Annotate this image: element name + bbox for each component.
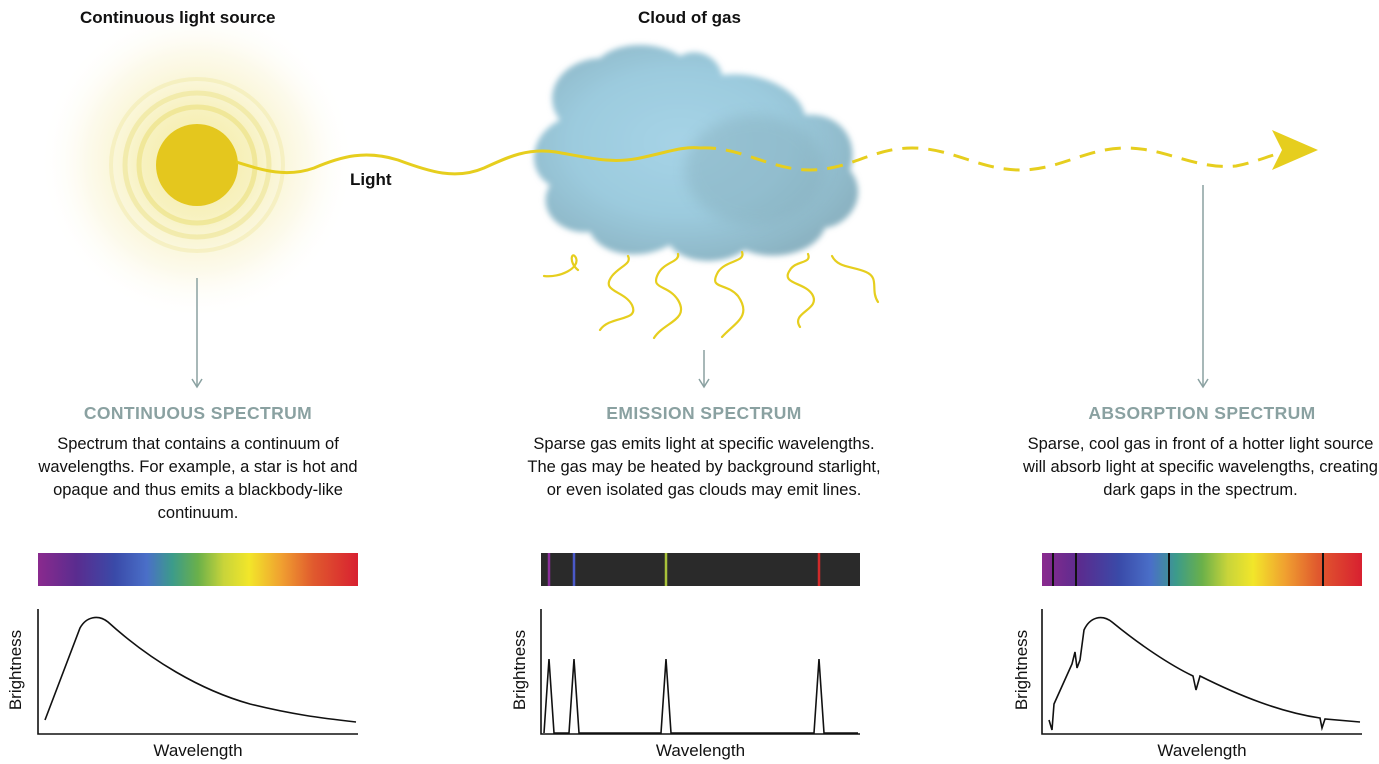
- continuous-curve: [44, 616, 357, 723]
- absorption-plot: [1041, 609, 1362, 735]
- absorption-spectrum-title: ABSORPTION SPECTRUM: [1088, 403, 1316, 423]
- absorption-spectrum-desc: Sparse, cool gas in front of a hotter li…: [1023, 435, 1378, 499]
- source-label: Continuous light source: [80, 8, 276, 27]
- emission-spectrum-band: [541, 553, 860, 586]
- cloud-label: Cloud of gas: [638, 8, 741, 27]
- emission-band-lines: [547, 553, 821, 586]
- emission-plot-axes: [540, 609, 860, 735]
- light-arrowhead-icon: [1272, 130, 1318, 170]
- absorption-xlabel: Wavelength: [1157, 741, 1247, 760]
- continuous-spectrum-band: [38, 553, 358, 586]
- light-label: Light: [350, 170, 392, 189]
- absorption-spectrum-band: [1042, 553, 1362, 586]
- sun-rings: [109, 77, 285, 253]
- down-arrows: [191, 185, 1209, 389]
- absorption-curve: [1048, 616, 1361, 732]
- continuous-spectrum-desc: Spectrum that contains a continuum of wa…: [38, 435, 358, 522]
- continuous-plot: [37, 609, 358, 735]
- continuous-xlabel: Wavelength: [153, 741, 243, 760]
- emission-plot: [540, 609, 860, 735]
- absorption-plot-axes: [1041, 609, 1362, 735]
- sun-icon: [156, 124, 238, 206]
- continuous-plot-axes: [37, 609, 358, 735]
- absorption-ylabel: Brightness: [1012, 629, 1031, 711]
- light-wave-dashed: [699, 146, 1285, 172]
- continuous-ylabel: Brightness: [6, 629, 25, 711]
- cloud-shadow: [685, 115, 825, 225]
- emission-curve: [543, 658, 858, 734]
- continuous-spectrum-title: CONTINUOUS SPECTRUM: [83, 403, 313, 423]
- emission-spectrum-desc: Sparse gas emits light at specific wavel…: [527, 435, 881, 499]
- emission-spectrum-title: EMISSION SPECTRUM: [606, 403, 802, 423]
- emission-ylabel: Brightness: [510, 629, 529, 711]
- absorption-band-lines: [1052, 553, 1324, 586]
- emission-xlabel: Wavelength: [655, 741, 746, 760]
- light-wave-solid: [235, 146, 701, 176]
- emission-squiggles-icon: [542, 250, 880, 340]
